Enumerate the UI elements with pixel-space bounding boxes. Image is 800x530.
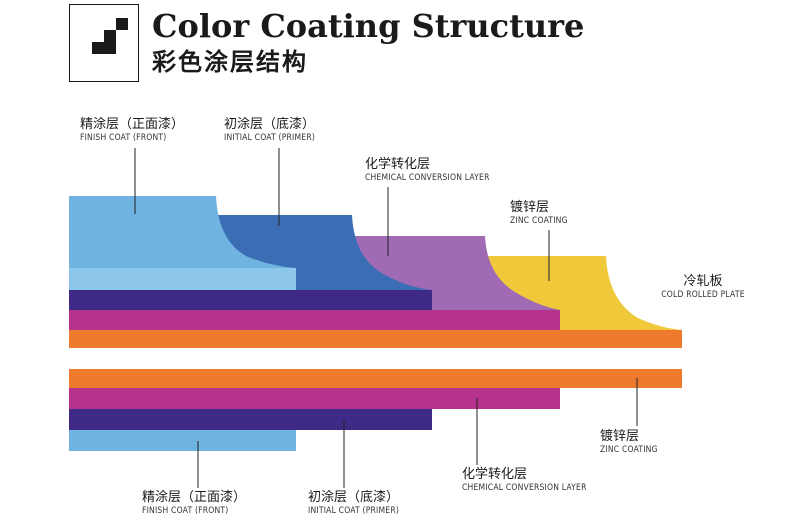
label-primer-top: 初涂层（底漆） INITIAL COAT (PRIMER) bbox=[224, 116, 315, 144]
zinc-band-layer bbox=[69, 310, 560, 330]
label-cn: 初涂层（底漆） bbox=[224, 117, 316, 132]
label-en: INITIAL COAT (PRIMER) bbox=[224, 133, 316, 143]
label-cn: 化学转化层 bbox=[462, 467, 528, 482]
label-primer-bottom: 初涂层（底漆） INITIAL COAT (PRIMER) bbox=[308, 489, 399, 517]
label-cn: 镀锌层 bbox=[600, 429, 640, 444]
label-en: FINISH COAT (FRONT) bbox=[142, 506, 229, 516]
finish-coat-layer bbox=[69, 196, 296, 268]
label-en: FINISH COAT (FRONT) bbox=[80, 133, 167, 143]
label-plate-top: 冷轧板 COLD ROLLED PLATE bbox=[661, 273, 744, 301]
label-en: COLD ROLLED PLATE bbox=[661, 290, 745, 300]
leader-lines-top bbox=[134, 148, 550, 281]
label-zinc-top: 镀锌层 ZINC COATING bbox=[510, 199, 568, 227]
label-cn: 化学转化层 bbox=[365, 157, 431, 172]
label-en: ZINC COATING bbox=[510, 216, 568, 226]
label-cn: 镀锌层 bbox=[510, 200, 550, 215]
label-cn: 精涂层（正面漆） bbox=[142, 490, 247, 505]
checker-square-logo bbox=[69, 4, 139, 82]
finish-coat-lower bbox=[69, 430, 296, 451]
label-finish-coat-bottom: 精涂层（正面漆） FINISH COAT (FRONT) bbox=[142, 489, 246, 517]
zinc-band-lower bbox=[69, 388, 560, 409]
label-en: ZINC COATING bbox=[600, 445, 658, 455]
chemical-dark-band bbox=[69, 290, 432, 310]
label-cn: 精涂层（正面漆） bbox=[80, 117, 185, 132]
page-subtitle: 彩色涂层结构 bbox=[152, 48, 308, 76]
finish-coat-band bbox=[69, 268, 296, 290]
label-cn: 初涂层（底漆） bbox=[308, 490, 400, 505]
label-zinc-bottom: 镀锌层 ZINC COATING bbox=[600, 428, 658, 456]
chemical-dark-lower bbox=[69, 409, 432, 430]
page-title: Color Coating Structure bbox=[152, 7, 585, 45]
cold-rolled-plate-layer bbox=[69, 330, 682, 348]
label-cn: 冷轧板 bbox=[683, 274, 723, 289]
cold-rolled-plate-lower bbox=[69, 369, 682, 388]
label-chemical-bottom: 化学转化层 CHEMICAL CONVERSION LAYER bbox=[462, 466, 587, 494]
label-finish-coat-top: 精涂层（正面漆） FINISH COAT (FRONT) bbox=[80, 116, 184, 144]
leader-lines-bottom bbox=[197, 378, 638, 488]
label-en: INITIAL COAT (PRIMER) bbox=[308, 506, 400, 516]
label-en: CHEMICAL CONVERSION LAYER bbox=[462, 483, 587, 493]
label-chemical-top: 化学转化层 CHEMICAL CONVERSION LAYER bbox=[365, 156, 490, 184]
label-en: CHEMICAL CONVERSION LAYER bbox=[365, 173, 490, 183]
